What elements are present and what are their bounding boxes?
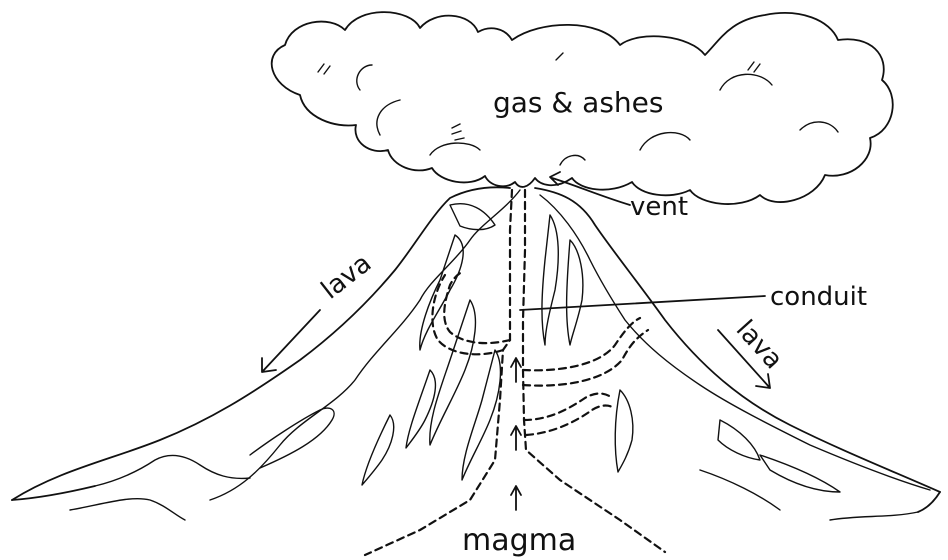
lava-right-label: lava: [730, 315, 789, 376]
lava-left-label: lava: [316, 248, 377, 305]
conduit-pointer-line: [520, 296, 765, 310]
conduit-label: conduit: [770, 282, 867, 312]
vent-label: vent: [630, 192, 688, 222]
magma-label: magma: [462, 523, 576, 558]
lava-left-arrow: [262, 310, 320, 372]
magma-arrows: [511, 358, 521, 510]
conduit-paths: [365, 190, 665, 555]
gas-ashes-label: gas & ashes: [493, 86, 663, 119]
